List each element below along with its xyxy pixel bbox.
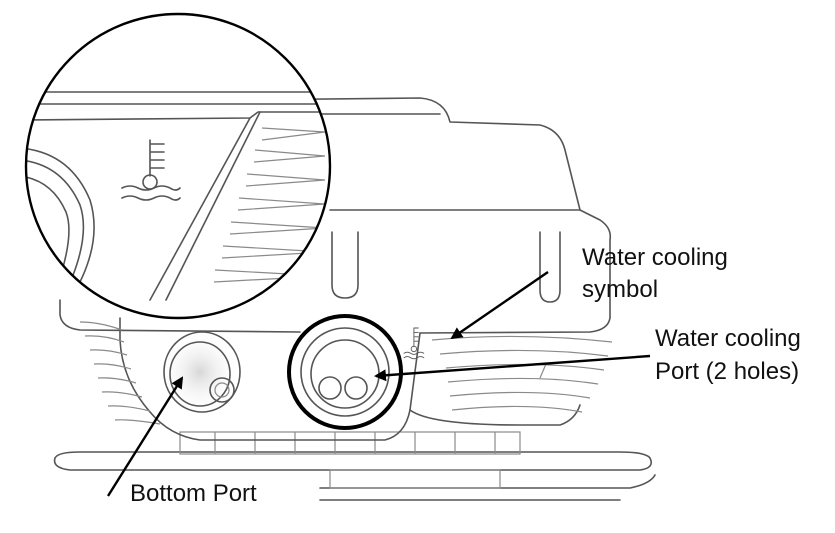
bottom-grille	[179, 431, 521, 489]
water-cooling-port	[287, 314, 403, 430]
label-water-cooling-port-1: Water cooling	[655, 325, 801, 352]
symbol-arrow	[450, 271, 549, 340]
port-arrow	[374, 354, 651, 382]
zoomed-water-cooling-icon	[121, 139, 181, 201]
lower-body	[119, 317, 581, 441]
bottom-port-arrow	[106, 376, 184, 497]
bottom-port	[160, 330, 241, 414]
label-bottom-port: Bottom Port	[130, 480, 257, 507]
label-water-cooling-symbol-2: symbol	[582, 276, 658, 303]
left-fins	[79, 321, 161, 425]
water-cooling-icon	[403, 327, 425, 360]
zoom-magnifier	[24, 12, 332, 320]
label-water-cooling-port-2: Port (2 holes)	[655, 358, 799, 385]
base-plate	[53, 451, 656, 501]
label-water-cooling-symbol-1: Water cooling	[582, 244, 728, 271]
right-fins	[431, 335, 613, 413]
